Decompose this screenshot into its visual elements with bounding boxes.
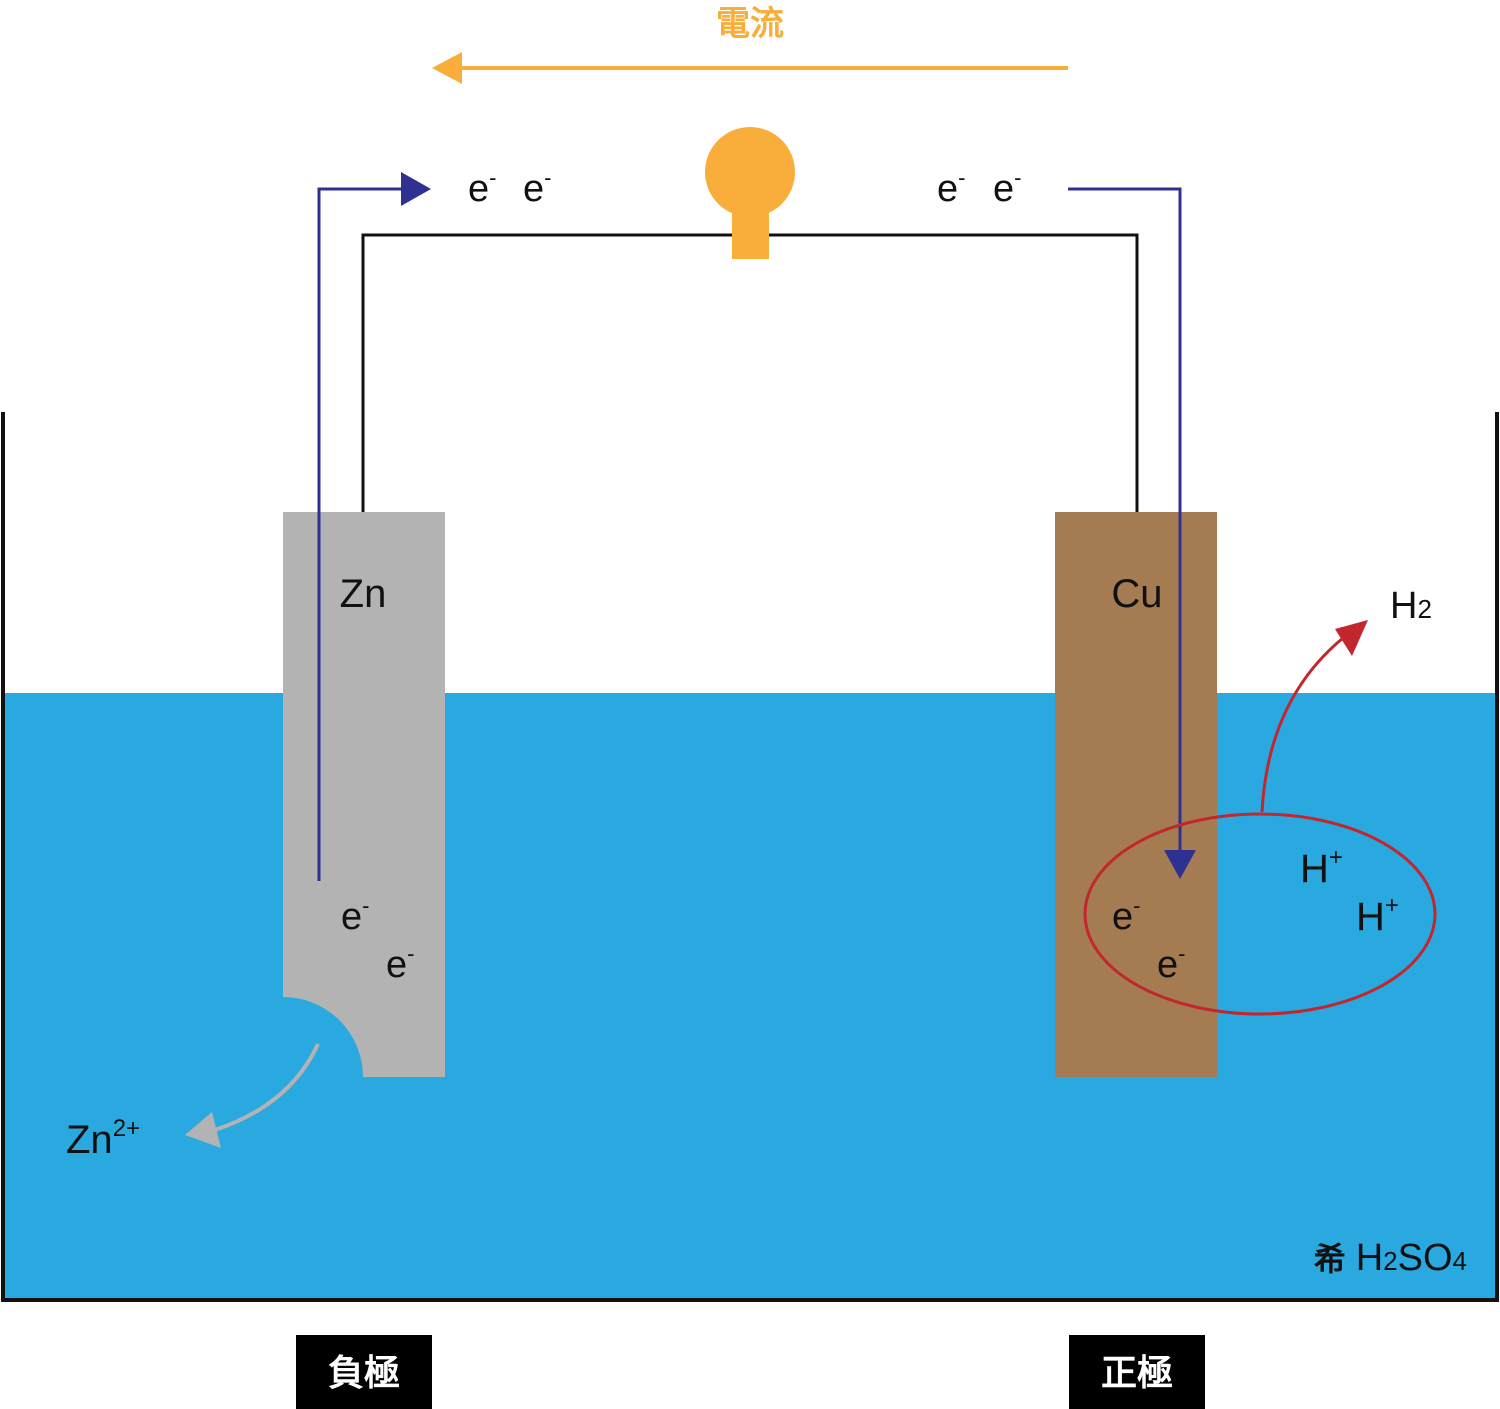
electron-label: e- bbox=[1112, 893, 1140, 938]
negative-electrode-badge: 負極 bbox=[296, 1335, 432, 1409]
electron-label: e- bbox=[341, 893, 369, 938]
electron-label: e- bbox=[1157, 941, 1185, 986]
reaction-zone bbox=[1083, 812, 1437, 1016]
hydrogen-gas-label: H2 bbox=[1390, 585, 1432, 627]
zinc-electrode bbox=[283, 512, 445, 1077]
zinc-ion-label: Zn2+ bbox=[66, 1115, 140, 1162]
positive-electrode-badge: 正極 bbox=[1069, 1335, 1205, 1409]
electron-label: e- bbox=[993, 165, 1021, 210]
electron-flow-arrow-right bbox=[1068, 187, 1196, 879]
zinc-symbol: Zn bbox=[340, 572, 387, 616]
electron-label: e- bbox=[523, 165, 551, 210]
negative-electrode-label: 負極 bbox=[328, 1353, 400, 1394]
external-wire bbox=[361, 233, 1139, 512]
electron-label: e- bbox=[386, 941, 414, 986]
hydrogen-ion-label: H+ bbox=[1300, 844, 1343, 891]
light-bulb-icon bbox=[705, 127, 795, 259]
zinc-ion-arrow bbox=[185, 1043, 320, 1148]
positive-electrode-label: 正極 bbox=[1101, 1353, 1173, 1394]
hydrogen-ion-label: H+ bbox=[1356, 892, 1399, 939]
electrolyte-solution bbox=[3, 693, 1497, 1300]
electron-label: e- bbox=[468, 165, 496, 210]
electron-label: e- bbox=[937, 165, 965, 210]
current-label: 電流 bbox=[716, 4, 784, 44]
copper-symbol: Cu bbox=[1111, 572, 1162, 616]
current-arrow bbox=[432, 52, 1068, 84]
beaker bbox=[1, 412, 1499, 1302]
electron-flow-arrow-left bbox=[317, 172, 431, 881]
hydrogen-gas-arrow bbox=[1260, 620, 1368, 813]
